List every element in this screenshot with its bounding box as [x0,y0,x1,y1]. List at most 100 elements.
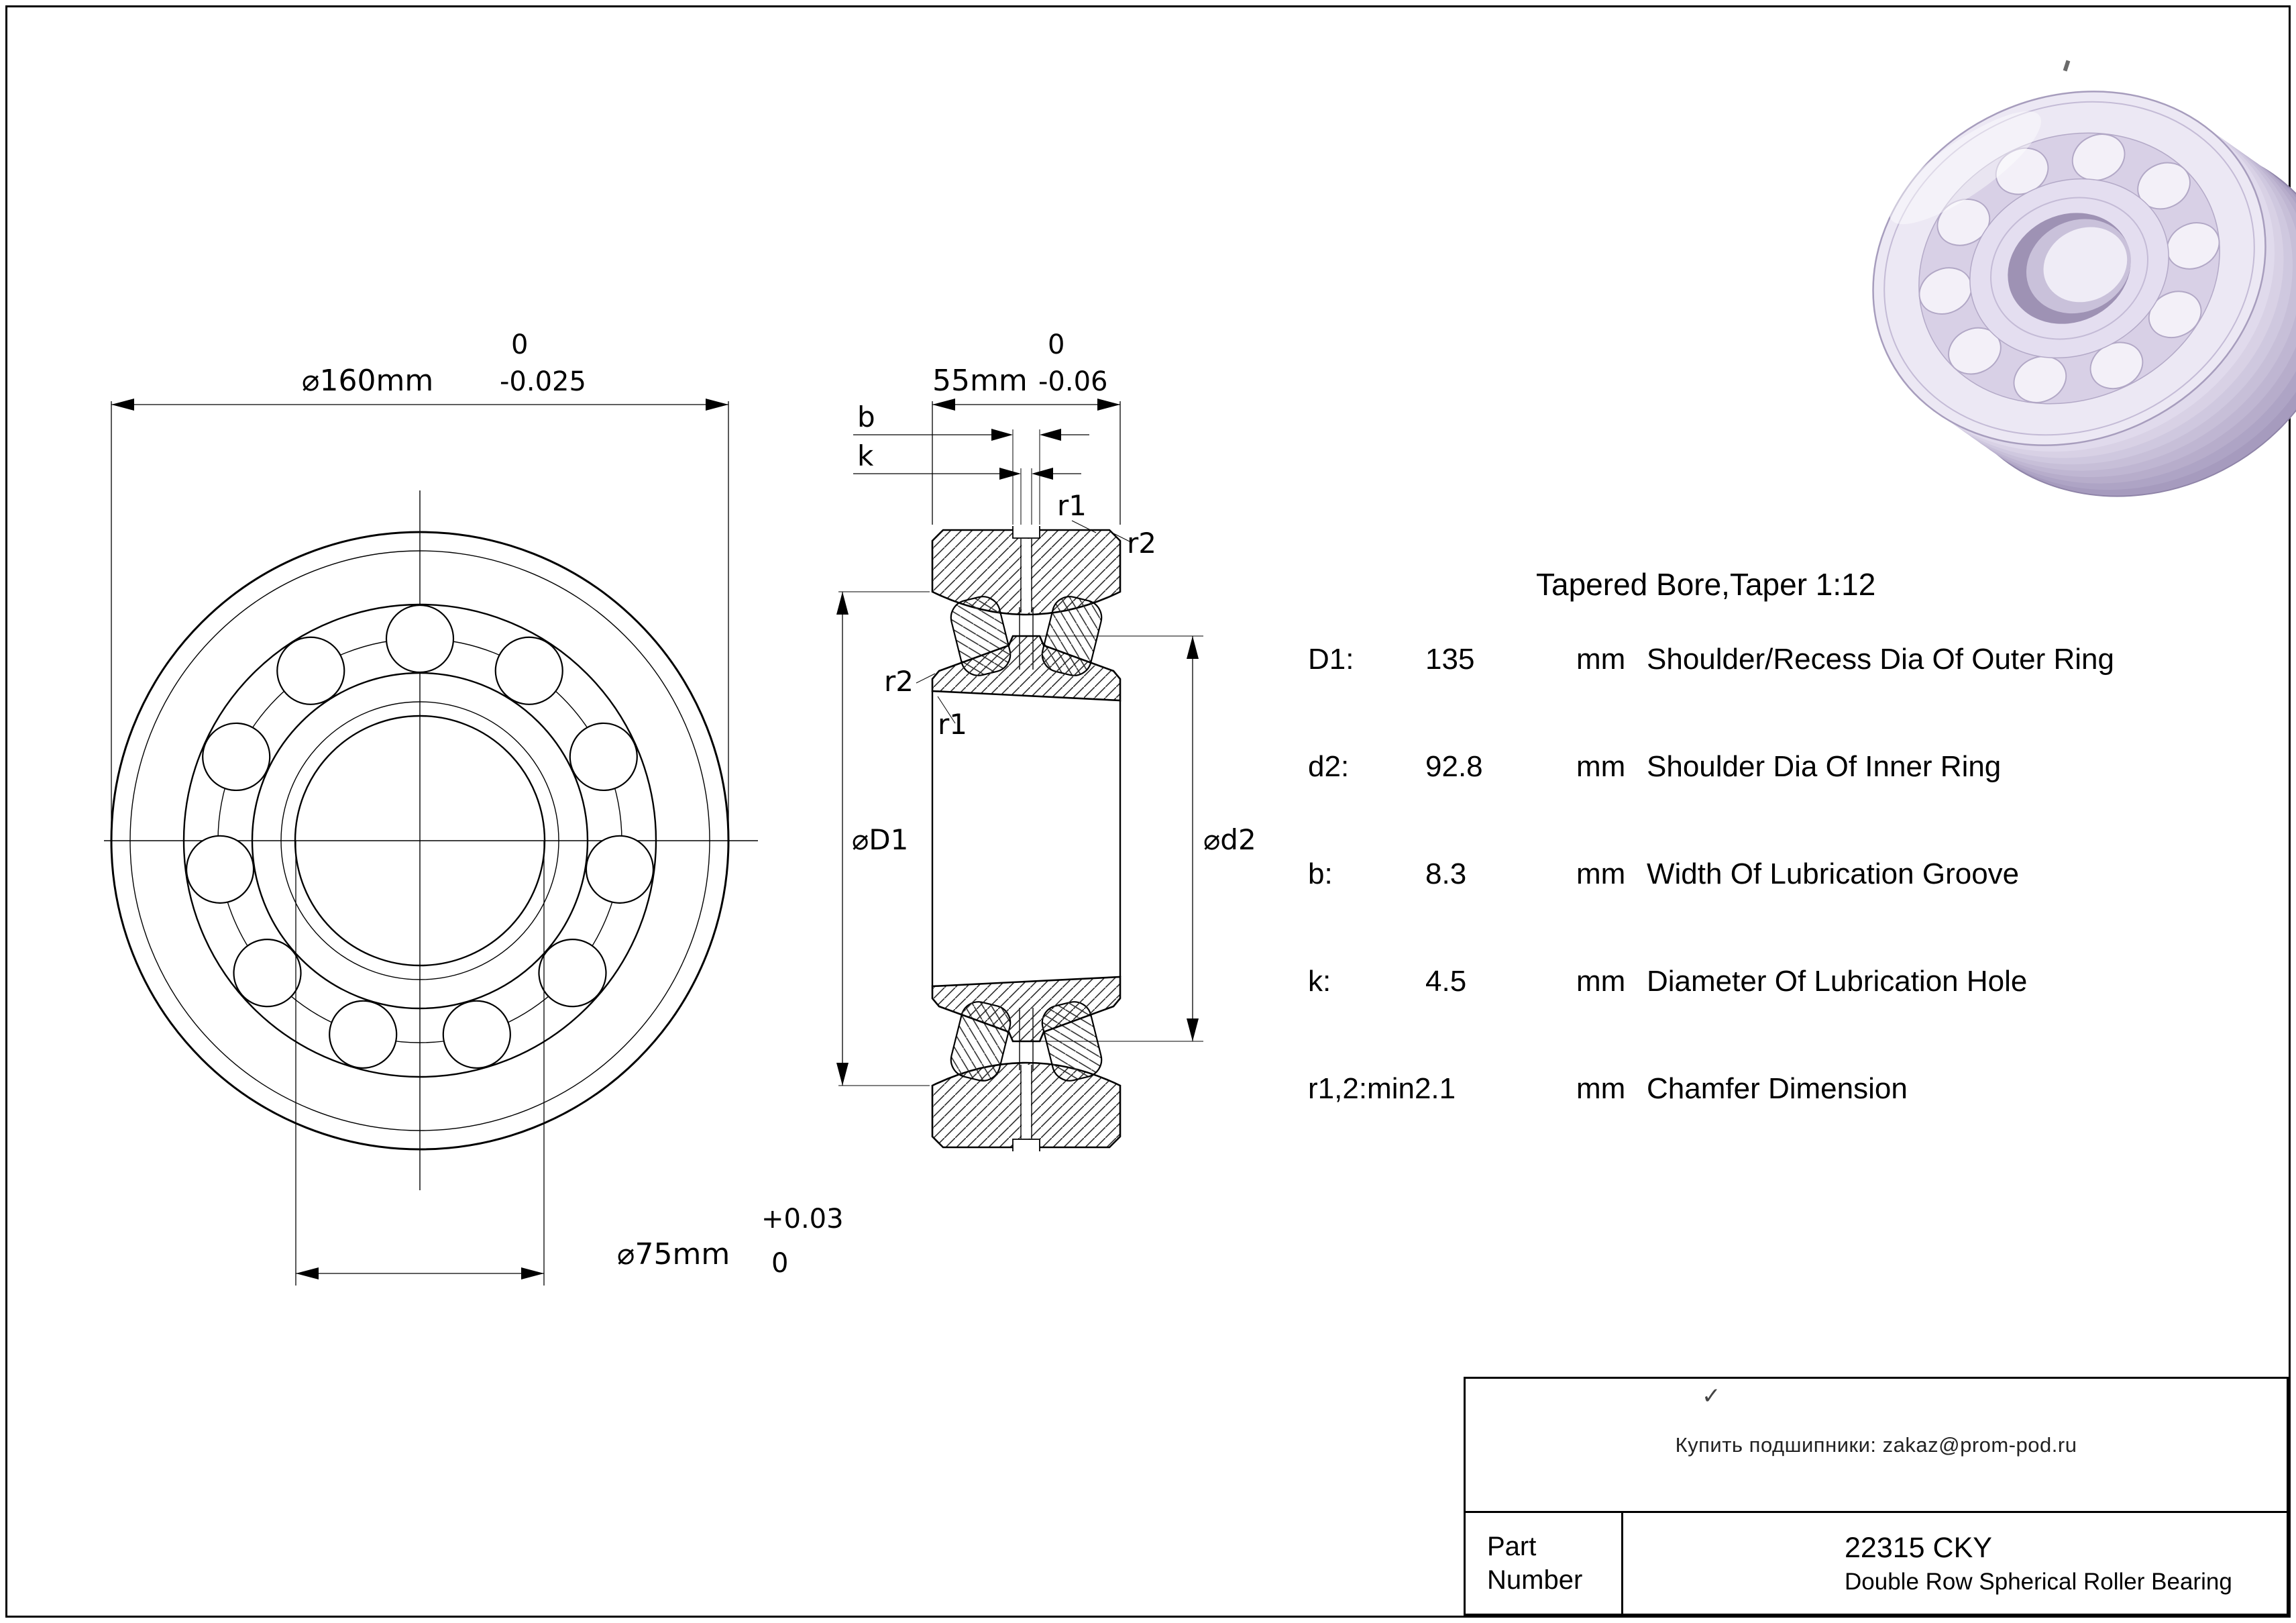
render-roller [2071,134,2126,181]
spec-row-b: b: 8.3 mm Width Of Lubrication Groove [1308,857,2294,892]
spec-desc: Chamfer Dimension [1647,1072,1908,1105]
spec-param: d2: [1308,750,1350,783]
outer-dim-tol-upper: 0 [511,329,528,360]
spec-param: r1,2:min2.1 [1308,1072,1456,1105]
title-block: ✓ Купить подшипники: zakaz@prom-pod.ru P… [1464,1377,2289,1616]
spec-desc: Shoulder/Recess Dia Of Outer Ring [1647,643,2114,676]
contact-text: Купить подшипники: zakaz@prom-pod.ru [1675,1432,2077,1457]
bore-dim-tol-lower: 0 [771,1248,788,1279]
roller [538,939,607,1008]
render-artifact-mark [2063,60,2071,72]
title-block-contact-row: ✓ Купить подшипники: zakaz@prom-pod.ru [1466,1379,2287,1513]
spec-desc: Width Of Lubrication Groove [1647,857,2020,890]
roller [185,835,255,904]
outer-ring-inner-edge [129,550,710,1131]
outer-dim-text: ⌀160mm [302,364,433,398]
part-label-line2: Number [1487,1565,1583,1595]
label-D1: ⌀D1 [852,823,908,856]
spec-param: b: [1308,857,1333,890]
part-number-label: Part Number [1466,1513,1623,1614]
width-dim-tol-upper: 0 [1048,329,1064,360]
spec-value: 135 [1425,643,1475,676]
spec-value: 8.3 [1425,857,1467,890]
inner-ring-section-bottom [931,976,1122,1043]
roller [202,722,271,792]
roller [494,636,563,705]
chamfer-label-r2-left: r2 [884,665,936,698]
inner-ring-outer-circle [251,672,589,1010]
spec-rows: D1: 135 mm Shoulder/Recess Dia Of Outer … [1308,642,2294,1106]
dimension-k: k [853,439,1081,480]
outer-dim-tol-lower: -0.025 [500,366,586,397]
render-highlight [1890,111,2041,225]
spec-unit: mm [1576,857,1626,890]
lubrication-groove-top [1012,526,1040,539]
roller [233,939,302,1008]
lubrication-groove-bottom [1012,1139,1040,1151]
svg-text:r1: r1 [1057,489,1087,522]
width-dim-tol-lower: -0.06 [1038,366,1108,397]
chamfer-label-r2-top: r2 [1113,527,1156,560]
render-roller [1936,198,1991,246]
front-rollers [185,604,655,1069]
render-bore-through [2043,227,2128,303]
spec-value: 4.5 [1425,965,1467,998]
dimension-d2: ⌀d2 [1040,635,1256,1042]
svg-text:r1: r1 [938,708,967,741]
dimension-outer-160: ⌀160mm -0.025 0 [111,329,729,841]
dimension-width-55: 55mm -0.06 0 [932,329,1121,525]
roller [569,722,638,792]
spec-row-d2: d2: 92.8 mm Shoulder Dia Of Inner Ring [1308,749,2294,784]
chamfer-label-r1-top: r1 [1057,489,1097,533]
render-rollers [1918,134,2220,403]
spec-unit: mm [1576,965,1626,998]
spec-unit: mm [1576,1072,1626,1105]
roller [385,604,455,674]
lubrication-hole-bottom [1022,1065,1031,1139]
specs-title: Tapered Bore,Taper 1:12 [1536,567,1876,602]
lubrication-hole-top [1022,539,1031,613]
spec-row-k: k: 4.5 mm Diameter Of Lubrication Hole [1308,964,2294,999]
bore-chamfer-circle [280,701,559,980]
spec-row-D1: D1: 135 mm Shoulder/Recess Dia Of Outer … [1308,642,2294,677]
label-d2: ⌀d2 [1203,823,1256,856]
title-block-part-row: Part Number 22315 CKY Double Row Spheric… [1466,1513,2287,1614]
spec-unit: mm [1576,750,1626,783]
bore-dim-text: ⌀75mm [617,1237,730,1271]
render-roller [2013,356,2067,403]
inner-ring-section-top [931,635,1122,702]
width-dim-text: 55mm [932,364,1028,398]
svg-text:r2: r2 [884,665,914,698]
part-number: 22315 CKY [1845,1532,1992,1564]
render-ring-edge [1883,101,2255,436]
render-face [1872,91,2266,446]
spec-param: k: [1308,965,1331,998]
bearing-3d-render [1872,60,2296,497]
section-view: 55mm -0.06 0 b [836,329,1256,1151]
check-icon: ✓ [1702,1383,1721,1409]
specs-panel: Tapered Bore,Taper 1:12 D1: 135 mm Shoul… [1308,567,2294,1106]
bore-circle [294,715,546,967]
spec-unit: mm [1576,643,1626,676]
label-k: k [857,439,874,472]
spec-param: D1: [1308,643,1354,676]
dimension-bore-75: ⌀75mm +0.03 0 [295,841,844,1286]
front-view: ⌀160mm -0.025 0 ⌀75mm +0.03 0 [104,329,844,1286]
render-roller [2148,291,2202,339]
chamfer-label-r1-left: r1 [937,696,967,741]
spec-value: 92.8 [1425,750,1483,783]
part-info-cell: 22315 CKY Double Row Spherical Roller Be… [1623,1513,2287,1614]
dimension-b: b [853,401,1089,441]
render-inner-ring-edge [1990,197,2148,340]
part-description: Double Row Spherical Roller Bearing [1845,1569,2232,1595]
spec-row-r12: r1,2:min2.1 mm Chamfer Dimension [1308,1071,2294,1106]
svg-text:r2: r2 [1127,527,1156,560]
spec-desc: Shoulder Dia Of Inner Ring [1647,750,2002,783]
bore-dim-tol-upper: +0.03 [761,1204,844,1235]
spec-desc: Diameter Of Lubrication Hole [1647,965,2028,998]
label-b: b [857,401,875,433]
roller [585,835,655,904]
dimension-D1: ⌀D1 [836,591,930,1086]
